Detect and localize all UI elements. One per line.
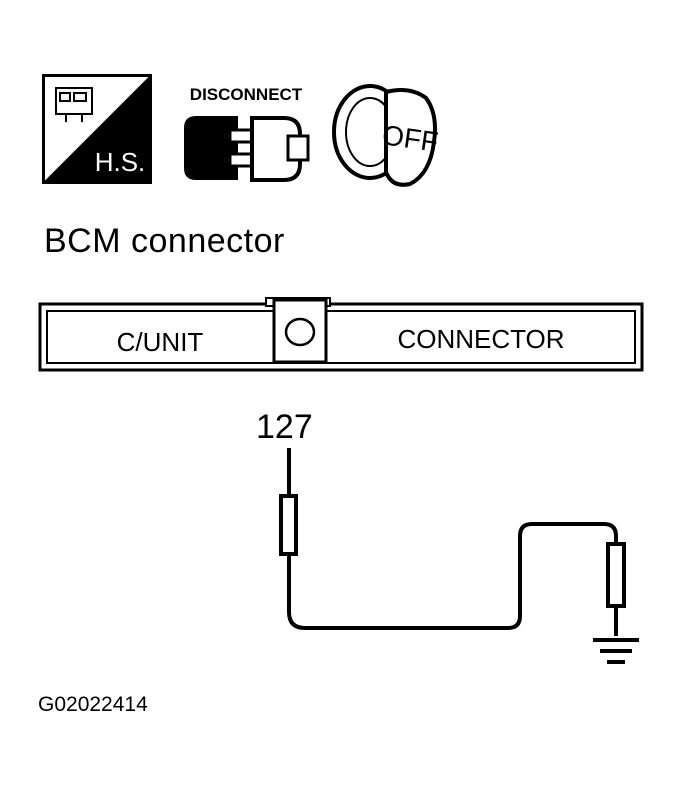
diagram-title: BCM connector	[44, 222, 285, 260]
disconnect-label: DISCONNECT	[190, 85, 303, 104]
tester-probe-right	[606, 542, 626, 608]
terminal-number: 127	[256, 408, 313, 446]
harness-side-icon: H.S.	[42, 74, 152, 184]
tester-probe-left	[279, 494, 298, 556]
ground-symbol	[593, 638, 639, 664]
harness-side-label: H.S.	[95, 147, 146, 177]
ignition-key-off-icon: OFF	[332, 84, 440, 187]
figure-code: G02022414	[38, 693, 148, 716]
connector-left-label: C/UNIT	[117, 327, 204, 357]
disconnect-icon: DISCONNECT	[184, 85, 310, 182]
ignition-off-label: OFF	[380, 119, 440, 157]
tester-wire	[287, 522, 618, 630]
connector-right-label: CONNECTOR	[397, 324, 564, 354]
bcm-connector-face: C/UNIT CONNECTOR	[38, 297, 644, 372]
